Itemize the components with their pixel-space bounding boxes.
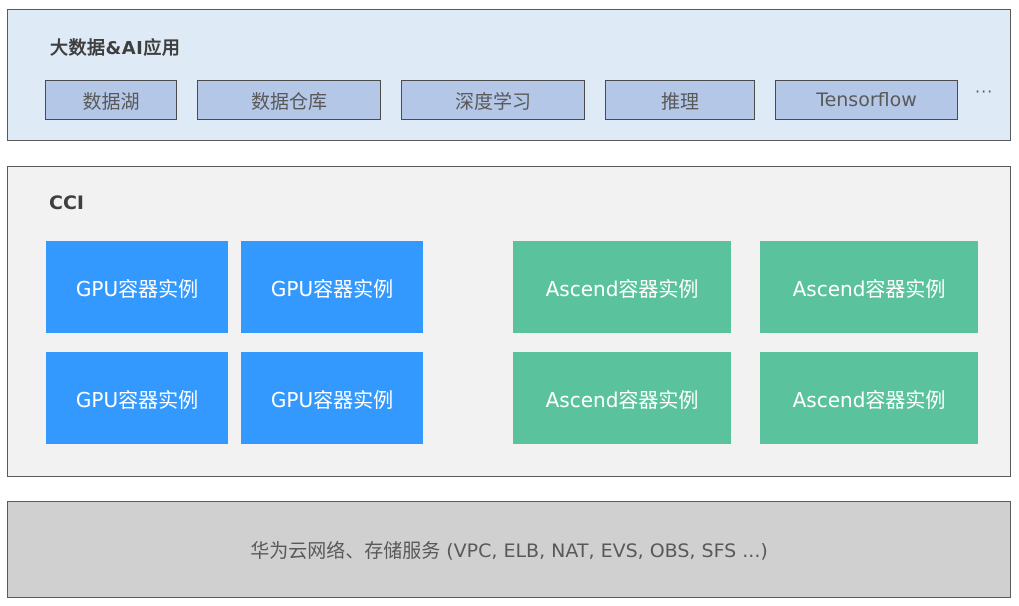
cloud-services-layer: 华为云网络、存储服务 (VPC, ELB, NAT, EVS, OBS, SFS…	[7, 501, 1011, 598]
ascend-container-instance[interactable]: Ascend容器实例	[760, 241, 978, 333]
app-data-lake[interactable]: 数据湖	[45, 80, 177, 120]
gpu-container-instance[interactable]: GPU容器实例	[46, 241, 228, 333]
cci-layer-title: CCI	[49, 192, 84, 214]
app-data-warehouse[interactable]: 数据仓库	[197, 80, 381, 120]
app-inference[interactable]: 推理	[605, 80, 755, 120]
apps-layer: 大数据&AI应用 数据湖 数据仓库 深度学习 推理 Tensorflow ···	[7, 9, 1011, 141]
ascend-container-instance[interactable]: Ascend容器实例	[513, 241, 731, 333]
apps-layer-title: 大数据&AI应用	[50, 38, 181, 59]
cloud-services-text: 华为云网络、存储服务 (VPC, ELB, NAT, EVS, OBS, SFS…	[250, 540, 768, 562]
app-tensorflow[interactable]: Tensorflow	[775, 80, 958, 120]
gpu-container-instance[interactable]: GPU容器实例	[241, 241, 423, 333]
ascend-container-instance[interactable]: Ascend容器实例	[760, 352, 978, 444]
apps-more-ellipsis: ···	[975, 82, 994, 101]
ascend-container-instance[interactable]: Ascend容器实例	[513, 352, 731, 444]
app-deep-learning[interactable]: 深度学习	[401, 80, 585, 120]
gpu-container-instance[interactable]: GPU容器实例	[46, 352, 228, 444]
gpu-container-instance[interactable]: GPU容器实例	[241, 352, 423, 444]
cci-layer: CCI GPU容器实例 GPU容器实例 GPU容器实例 GPU容器实例 Asce…	[7, 166, 1011, 477]
